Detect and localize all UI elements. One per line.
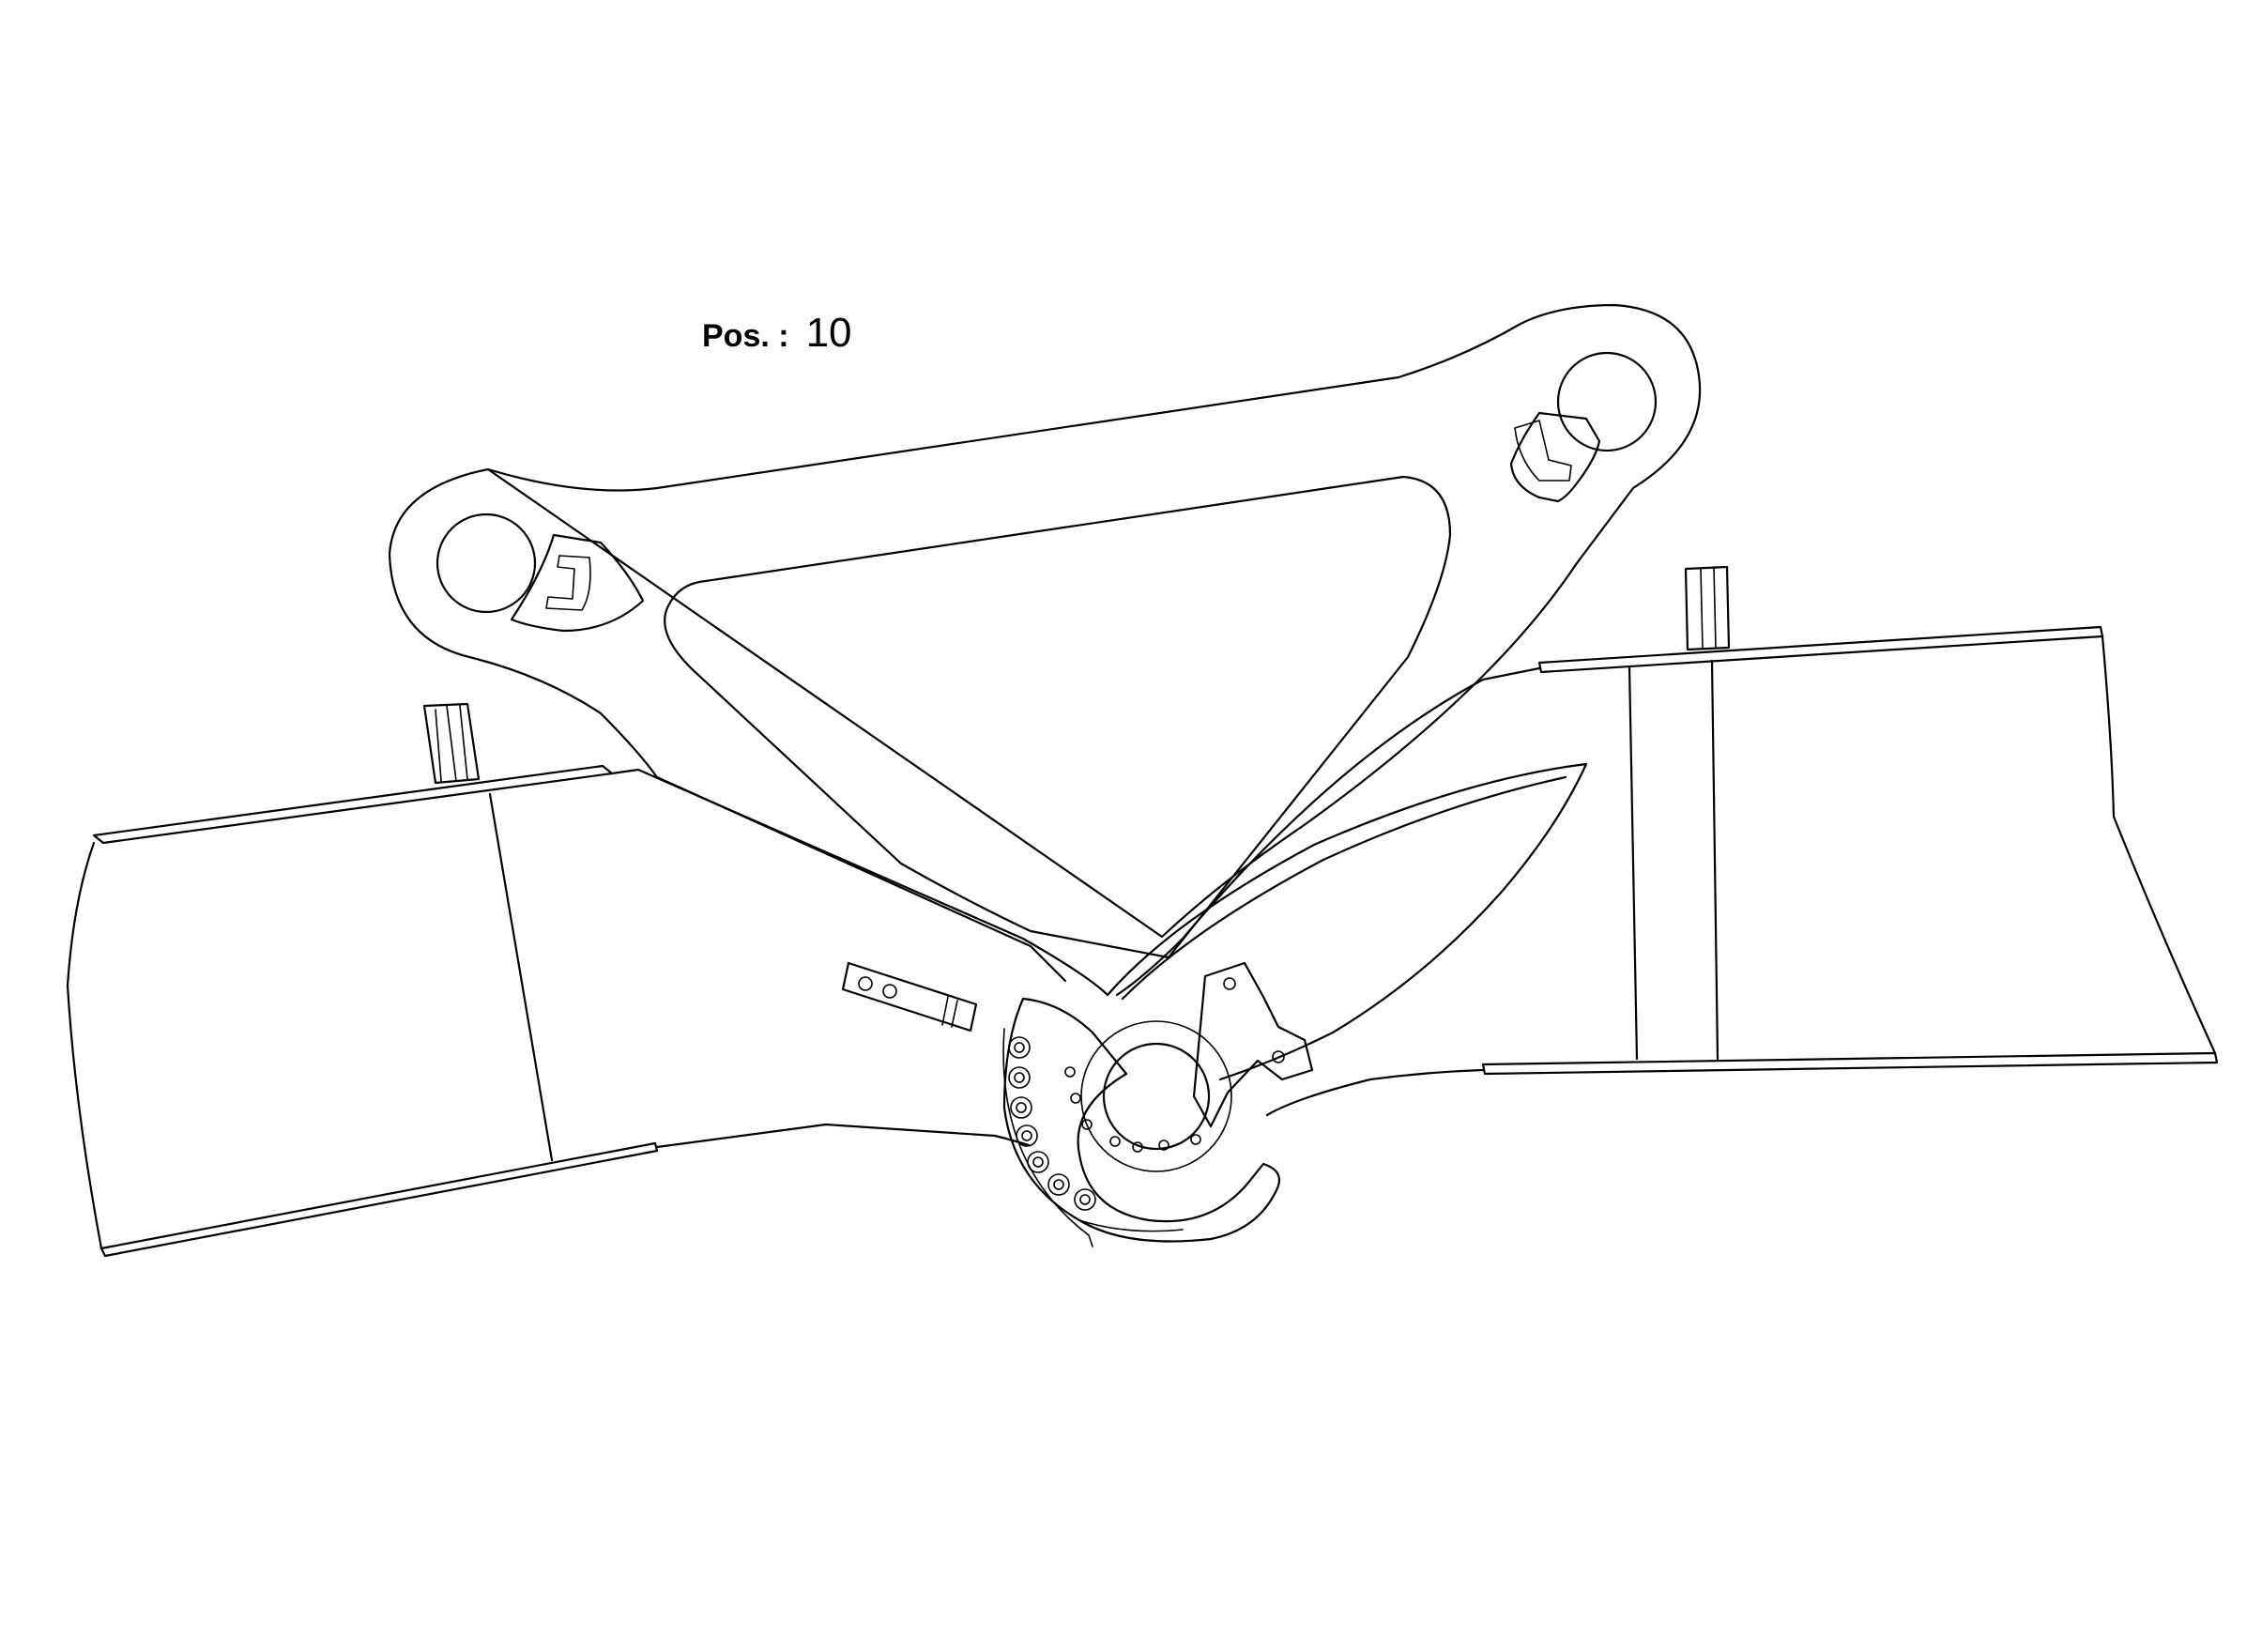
right-boom-section [1115,565,2219,1117]
central-hinge [841,762,1588,1247]
position-value: 10 [805,310,852,356]
left-boom-section [66,702,1109,1258]
position-label: Pos. : 10 [702,310,852,357]
position-key: Pos. : [702,318,789,354]
triangular-link [388,303,1702,983]
